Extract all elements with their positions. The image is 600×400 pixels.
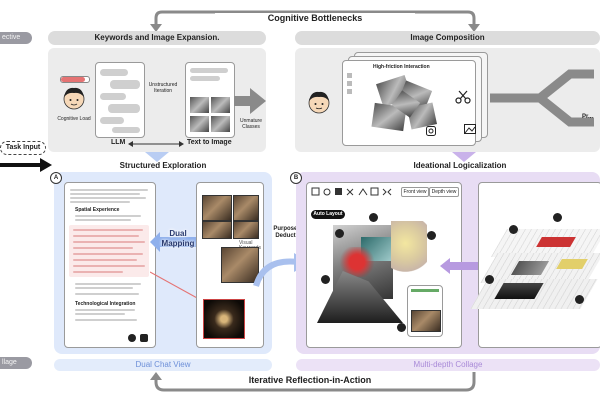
collage-toolbar[interactable] (311, 187, 395, 197)
depth-marker[interactable] (509, 225, 518, 234)
expansion-forward-arrow (234, 88, 266, 114)
front-view-toggle[interactable]: Front view (401, 187, 429, 197)
text-to-image-label: Text to Image (187, 139, 232, 146)
task-input-arrow (0, 158, 52, 172)
dual-chat-view-label: Dual Chat View (54, 359, 272, 371)
layer-marker[interactable] (321, 275, 330, 284)
dual-mapping-arrow (150, 232, 206, 252)
section-a-badge: A (50, 172, 62, 184)
user-avatar-icon-2 (308, 91, 330, 114)
scissors-icon (455, 90, 471, 104)
image-results-panel: Visual Keywords (196, 182, 264, 348)
purposeful-deduction-label: Purpose-ful Deduction (273, 226, 307, 239)
llm-label: LLM (111, 139, 126, 146)
chat-document-card: Spatial Experience Technological Integra… (64, 182, 156, 348)
dual-mapping-label: Dual Mapping (161, 229, 195, 248)
structured-exploration-title: Structured Exploration (119, 161, 207, 170)
image-composition-header: Image Composition (295, 31, 600, 45)
layer-marker[interactable] (427, 231, 436, 240)
iterative-reflection-arrow (150, 372, 476, 392)
cognitive-bottlenecks-label: Cognitive Bottlenecks (215, 13, 415, 23)
ideational-pointer (452, 152, 476, 162)
llm-text-to-image-arrow (128, 141, 184, 147)
keywords-expansion-header: Keywords and Image Expansion. (48, 31, 266, 45)
ideational-logicalization-title: Ideational Logicalization (413, 161, 507, 170)
doc-heading-spatial: Spatial Experience (75, 207, 120, 213)
cognitive-load-caption: Cognitive Load (57, 116, 91, 122)
unmature-classes-label: Unmature Classes (240, 118, 262, 130)
cognitive-bottlenecks-arrow (150, 10, 480, 32)
image-icon (464, 124, 476, 134)
task-input-badge: Task Input (0, 141, 46, 155)
side-tab-top: ective (0, 32, 32, 44)
depth-marker[interactable] (575, 295, 584, 304)
layer-marker[interactable] (335, 229, 344, 238)
highlighted-text-block (69, 225, 149, 277)
auto-layout-button[interactable]: Auto Layout (311, 210, 345, 219)
branching-arrow (490, 69, 594, 127)
side-tab-bottom: llage (0, 357, 32, 369)
high-friction-title: High-friction Interaction (373, 64, 430, 70)
multi-depth-collage-label: Multi-depth Collage (296, 359, 600, 371)
doc-heading-technology: Technological Integration (75, 301, 136, 307)
cognitive-load-bar (60, 76, 90, 83)
collage-yellow-layer (391, 221, 427, 277)
chat-actions-icon[interactable] (127, 333, 149, 343)
chat-card (95, 62, 145, 138)
section-b-badge: B (290, 172, 302, 184)
layer-marker[interactable] (397, 323, 406, 332)
iterative-reflection-label: Iterative Reflection-in-Action (205, 375, 415, 385)
composition-window-front: High-friction Interaction (342, 60, 476, 146)
unstructured-iteration-label: Unstructured Iteration (148, 82, 178, 94)
layer-marker[interactable] (369, 213, 378, 222)
user-avatar-icon (63, 87, 85, 110)
view-link-arrow (440, 258, 488, 274)
collage-detail-popup (407, 285, 443, 337)
depth-marker[interactable] (485, 275, 494, 284)
front-view-canvas: Front view Depth view Auto Layout (306, 182, 462, 348)
depth-marker[interactable] (553, 213, 562, 222)
depth-red-layer (536, 237, 576, 247)
image-icon-small (426, 126, 436, 136)
depth-view-canvas (470, 182, 600, 348)
structured-exploration-pointer (145, 152, 169, 162)
image-results-card (185, 62, 235, 138)
cut-off-label: Pr... (582, 114, 594, 120)
depth-view-toggle[interactable]: Depth view (429, 187, 459, 197)
